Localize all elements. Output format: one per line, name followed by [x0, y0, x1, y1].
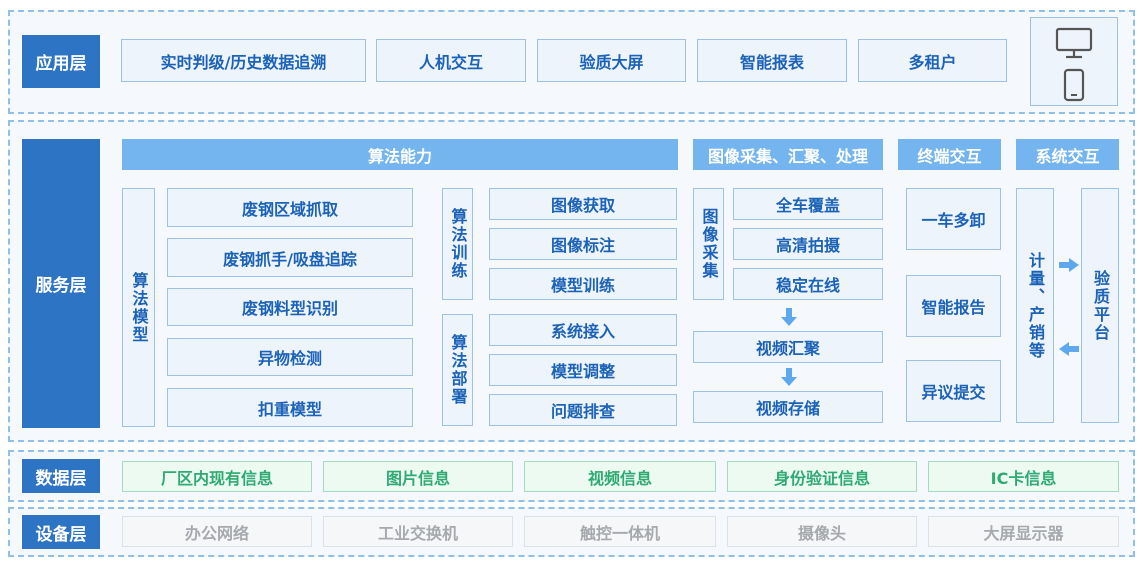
algo-model-item: 废钢抓手/吸盘追踪: [167, 238, 413, 277]
monitor-icon: [1055, 27, 1093, 59]
algo-deploy-item: 系统接入: [489, 314, 677, 346]
service-layer-label: 服务层: [22, 139, 100, 428]
algo-deploy-item: 问题排查: [489, 394, 677, 426]
algo-deploy-item: 模型调整: [489, 354, 677, 386]
image-header: 图像采集、汇聚、处理: [693, 139, 883, 170]
app-item-history: 实时判级/历史数据追溯: [121, 39, 366, 82]
image-collect-item: 高清拍摄: [733, 228, 883, 260]
app-item-report: 智能报表: [697, 39, 847, 82]
system-right: 验质平台: [1081, 188, 1119, 423]
algo-model-item: 异物检测: [167, 338, 413, 376]
data-item: 身份验证信息: [727, 461, 917, 492]
arrow-right-icon: [1059, 258, 1079, 272]
algo-train-item: 模型训练: [489, 268, 677, 300]
device-item: 工业交换机: [323, 516, 513, 547]
algo-model-item: 废钢料型识别: [167, 288, 413, 326]
app-item-screen: 验质大屏: [537, 39, 686, 82]
arrow-down-icon: [781, 368, 797, 386]
algo-header: 算法能力: [122, 139, 678, 170]
algo-deploy-label: 算法部署: [442, 314, 473, 426]
algo-model-label: 算法模型: [122, 188, 155, 427]
device-layer-label: 设备层: [22, 515, 100, 549]
data-layer-label: 数据层: [22, 459, 100, 493]
arrow-down-icon: [781, 308, 797, 326]
image-collect-label: 图像采集: [693, 188, 724, 300]
data-item: 厂区内现有信息: [122, 461, 312, 492]
terminal-item: 异议提交: [906, 360, 1001, 422]
client-devices: [1030, 17, 1118, 106]
app-item-tenant: 多租户: [858, 39, 1007, 82]
phone-icon: [1063, 68, 1085, 102]
image-collect-item: 全车覆盖: [733, 188, 883, 220]
system-left: 计量、产销等: [1016, 188, 1054, 423]
device-item: 触控一体机: [524, 516, 716, 547]
terminal-item: 一车多卸: [906, 188, 1001, 250]
video-storage: 视频存储: [693, 391, 883, 423]
system-header: 系统交互: [1016, 139, 1119, 170]
arrow-left-icon: [1059, 342, 1079, 356]
app-layer-label: 应用层: [22, 35, 100, 88]
algo-model-item: 扣重模型: [167, 388, 413, 427]
data-item: 视频信息: [524, 461, 716, 492]
app-item-hci: 人机交互: [376, 39, 526, 82]
image-collect-item: 稳定在线: [733, 268, 883, 300]
terminal-header: 终端交互: [898, 139, 1001, 170]
device-item: 大屏显示器: [928, 516, 1119, 547]
device-item: 办公网络: [122, 516, 312, 547]
algo-train-label: 算法训练: [442, 188, 473, 300]
device-item: 摄像头: [727, 516, 917, 547]
algo-train-item: 图像标注: [489, 228, 677, 260]
video-aggregate: 视频汇聚: [693, 331, 883, 363]
data-item: IC卡信息: [928, 461, 1119, 492]
terminal-item: 智能报告: [906, 275, 1001, 337]
algo-train-item: 图像获取: [489, 188, 677, 220]
algo-model-item: 废钢区域抓取: [167, 188, 413, 227]
data-item: 图片信息: [323, 461, 513, 492]
